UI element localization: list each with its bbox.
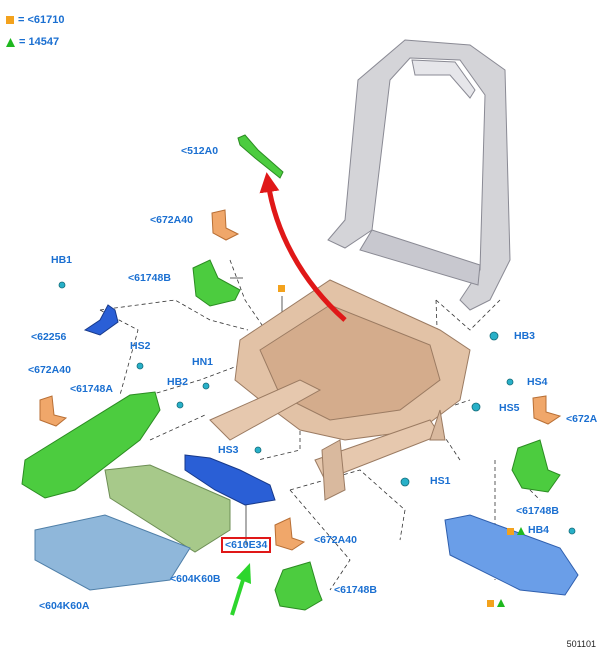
callout-HB4[interactable]: HB4 (528, 524, 550, 536)
callout-512A0[interactable]: <512A0 (181, 145, 219, 157)
bracket-672A40-left[interactable] (39, 395, 68, 427)
fasteners (58, 281, 576, 535)
legend-orange-square: = <61710 (6, 14, 65, 26)
callout-672A40-bottom[interactable]: <672A40 (314, 534, 357, 546)
orange-square-marker (278, 285, 285, 292)
green-triangle-marker (517, 527, 525, 535)
callout-HS5[interactable]: HS5 (499, 402, 520, 414)
legend-green-triangle: = 14547 (6, 36, 59, 48)
callout-HN1[interactable]: HN1 (192, 356, 214, 368)
harness-610E34[interactable] (184, 454, 276, 506)
orange-square-marker (507, 528, 514, 535)
red-arrow (259, 172, 347, 322)
callout-61748B-bottom[interactable]: <61748B (334, 584, 377, 596)
callout-61748A[interactable]: <61748A (70, 383, 113, 395)
callout-HS3[interactable]: HS3 (218, 444, 239, 456)
callout-61748B-right[interactable]: <61748B (516, 505, 559, 517)
orange-square-marker (487, 600, 494, 607)
legend-text: = 14547 (19, 36, 60, 48)
callout-604K60B[interactable]: <604K60B (170, 573, 221, 585)
bracket-61748B-top[interactable] (192, 259, 241, 307)
legend-text: = <61710 (18, 14, 65, 26)
callout-HB2[interactable]: HB2 (167, 376, 189, 388)
seat-back-frame (327, 39, 511, 311)
callout-672A40-top[interactable]: <672A40 (150, 214, 193, 226)
trim-panel-604K60B[interactable] (104, 464, 231, 553)
callout-610E34[interactable]: <610E34 (221, 537, 272, 553)
callout-672A-right[interactable]: <672A (566, 413, 598, 425)
bracket-61748B-right[interactable] (511, 439, 561, 493)
bracket-672A-right[interactable] (532, 395, 562, 425)
green-triangle-icon (6, 37, 15, 47)
part-512A0[interactable] (237, 134, 284, 179)
callout-HB1[interactable]: HB1 (51, 254, 73, 266)
seat-cushion-frame (209, 279, 471, 501)
green-arrow (230, 563, 251, 616)
callout-62256[interactable]: <62256 (31, 331, 67, 343)
green-triangle-marker (497, 599, 505, 607)
bracket-672A40-bottom[interactable] (274, 517, 306, 551)
callout-HS4[interactable]: HS4 (527, 376, 548, 388)
orange-square-icon (6, 16, 14, 24)
callout-HS2[interactable]: HS2 (130, 340, 151, 352)
callout-HS1[interactable]: HS1 (430, 475, 451, 487)
bracket-672A40-top[interactable] (211, 209, 240, 241)
module-right[interactable] (444, 514, 579, 596)
callout-672A40-left[interactable]: <672A40 (28, 364, 71, 376)
callout-61748B-top[interactable]: <61748B (128, 272, 171, 284)
callout-HB3[interactable]: HB3 (514, 330, 536, 342)
tray-604K60A[interactable] (34, 514, 191, 591)
callout-604K60A[interactable]: <604K60A (39, 600, 90, 612)
bracket-61748B-bottom[interactable] (274, 561, 323, 611)
figure-number: 501101 (566, 639, 596, 649)
harness-62256[interactable] (83, 304, 119, 336)
side-shield-61748A[interactable] (21, 391, 161, 499)
